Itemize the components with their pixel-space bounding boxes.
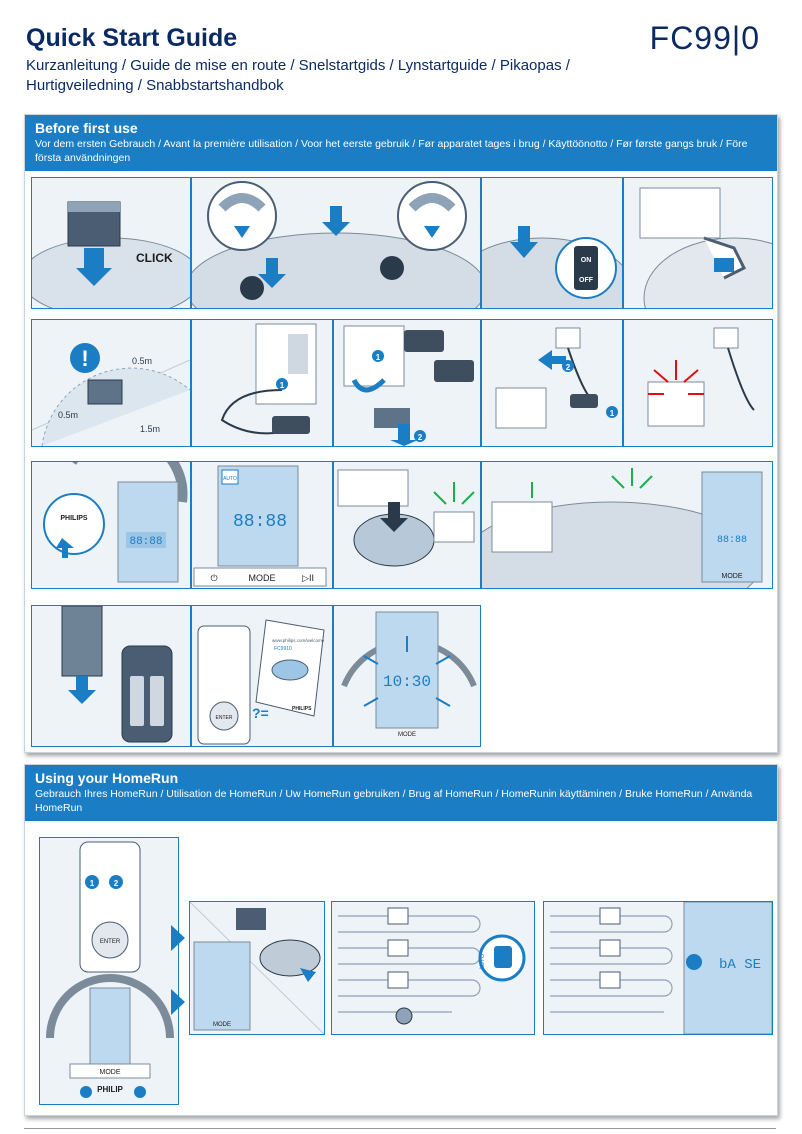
row4-panel-2: ENTER www.philips.com/welcome FC9910 PHI… bbox=[191, 605, 333, 747]
row3-mode: MODE bbox=[249, 573, 276, 583]
row1-panel-3: ON OFF bbox=[481, 177, 623, 309]
on-label: ON bbox=[581, 257, 592, 264]
clock-mode-label: MODE bbox=[398, 732, 416, 738]
before-first-use-header: Before first use Vor dem ersten Gebrauch… bbox=[25, 115, 777, 171]
using-panel-return: bA SE bbox=[543, 901, 773, 1035]
before-first-use-subheading: Vor dem ersten Gebrauch / Avant la premi… bbox=[35, 138, 748, 164]
distance-side-label: 0.5m bbox=[58, 410, 78, 420]
row3-panel-1: 88:88 PHILIPS bbox=[31, 461, 191, 589]
row2-num1b: 1 bbox=[376, 353, 381, 362]
before-first-use-heading: Before first use bbox=[35, 120, 138, 136]
using-auto-label: AUTO bbox=[480, 953, 486, 970]
row3-auto-label: AUTO bbox=[223, 476, 237, 482]
row2-num1c: 1 bbox=[610, 409, 615, 418]
manual-url: www.philips.com/welcome bbox=[272, 638, 325, 643]
row3-power: ⏻ bbox=[210, 573, 217, 583]
row3-panel-3 bbox=[333, 461, 481, 589]
footer-divider bbox=[24, 1128, 776, 1129]
row3-play: ▷II bbox=[302, 573, 314, 583]
remote-enter-label: ENTER bbox=[216, 715, 233, 721]
row1-panel-4 bbox=[623, 177, 773, 309]
distance-top-label: 0.5m bbox=[132, 356, 152, 366]
clock-display: 10:30 bbox=[383, 673, 431, 691]
using-panel-path: AUTO bbox=[331, 901, 535, 1035]
row1-panel-2 bbox=[191, 177, 481, 309]
using-base-mode: MODE bbox=[100, 1069, 121, 1076]
row2-panel-4: 2 1 bbox=[481, 319, 623, 447]
using-homerun-heading: Using your HomeRun bbox=[35, 770, 179, 786]
using-remote-num1: 1 bbox=[90, 879, 95, 888]
click-label: CLICK bbox=[136, 251, 173, 265]
row3-philips: PHILIPS bbox=[60, 515, 88, 522]
using-homerun-header: Using your HomeRun Gebrauch Ihres HomeRu… bbox=[25, 765, 777, 821]
row3-panel-2: AUTO 88:88 ⏻ MODE ▷II bbox=[191, 461, 333, 589]
page-title: Quick Start Guide bbox=[26, 24, 238, 52]
row4-panel-3: 10:30 MODE bbox=[333, 605, 481, 747]
row1-panel-1: CLICK bbox=[31, 177, 191, 309]
warning-icon: ! bbox=[81, 346, 88, 371]
row3-digits: 88:88 bbox=[233, 512, 287, 532]
model-number: FC99|0 bbox=[649, 20, 760, 56]
using-base-philips: PHILIP bbox=[97, 1085, 123, 1094]
row4-panel-1 bbox=[31, 605, 191, 747]
using-start-mode: MODE bbox=[213, 1022, 231, 1028]
distance-front-label: 1.5m bbox=[140, 424, 160, 434]
using-homerun-section: Using your HomeRun Gebrauch Ihres HomeRu… bbox=[24, 764, 778, 1116]
row2-num1: 1 bbox=[280, 381, 285, 390]
manual-brand: PHILIPS bbox=[292, 706, 312, 712]
flow-arrow-2 bbox=[171, 989, 185, 1015]
row3-panel4-mode: MODE bbox=[722, 573, 743, 580]
row2-num2b: 2 bbox=[566, 363, 571, 372]
row3-display: 88:88 bbox=[129, 536, 162, 548]
off-label: OFF bbox=[579, 277, 594, 284]
flow-arrow-1 bbox=[171, 925, 185, 951]
row2-panel-3: 1 2 bbox=[333, 319, 481, 447]
row3-panel-4: 88:88 MODE bbox=[481, 461, 773, 589]
manual-eq: ?= bbox=[252, 705, 269, 721]
using-remote-enter: ENTER bbox=[100, 939, 121, 945]
row3-panel4-display: 88:88 bbox=[717, 535, 747, 546]
row2-num2: 2 bbox=[418, 433, 423, 442]
row2-panel-2: 1 bbox=[191, 319, 333, 447]
using-panel-start: MODE bbox=[189, 901, 325, 1035]
page-subtitle: Kurzanleitung / Guide de mise en route /… bbox=[26, 57, 570, 94]
using-homerun-subheading: Gebrauch Ihres HomeRun / Utilisation de … bbox=[35, 788, 753, 814]
before-first-use-section: Before first use Vor dem ersten Gebrauch… bbox=[24, 114, 778, 753]
using-panel-remote: ENTER 1 2 MODE PHILIP bbox=[39, 837, 179, 1105]
manual-model: FC9910 bbox=[274, 646, 292, 652]
row2-panel-1: ! 0.5m 0.5m 1.5m bbox=[31, 319, 191, 447]
using-base-display: bA SE bbox=[719, 957, 761, 973]
row2-panel-5 bbox=[623, 319, 773, 447]
using-remote-num2: 2 bbox=[114, 879, 119, 888]
